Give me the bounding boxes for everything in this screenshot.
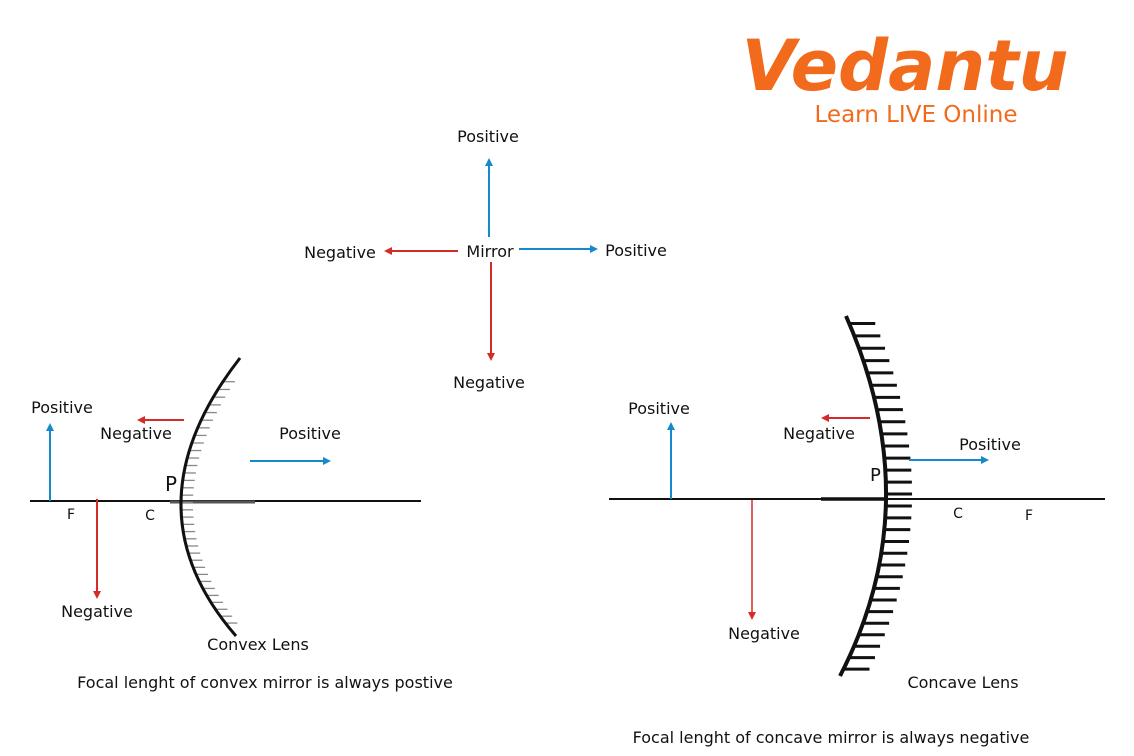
label-down: Negative bbox=[61, 602, 133, 621]
label-pole: P bbox=[870, 465, 881, 486]
mirror-title: Convex Lens bbox=[207, 635, 309, 654]
label-centre: C bbox=[953, 506, 963, 522]
vedantu-logo: Vedantu Learn LIVE Online bbox=[741, 25, 1068, 128]
label-up: Positive bbox=[457, 127, 519, 146]
logo-tagline: Learn LIVE Online bbox=[815, 102, 1018, 128]
label-focus: F bbox=[67, 507, 75, 523]
mirror-hatching bbox=[180, 381, 238, 624]
label-left: Negative bbox=[783, 424, 855, 443]
label-focus: F bbox=[1025, 508, 1033, 524]
label-down: Negative bbox=[453, 373, 525, 392]
label-up: Positive bbox=[31, 398, 93, 417]
concave-mirror-diagram: Positive Negative Positive Negative P C … bbox=[609, 315, 1105, 747]
mirror-title: Concave Lens bbox=[907, 673, 1018, 692]
label-centre: C bbox=[145, 508, 155, 524]
label-down: Negative bbox=[728, 624, 800, 643]
label-left: Negative bbox=[304, 243, 376, 262]
convex-mirror-diagram: Positive Negative Positive Negative P F … bbox=[30, 357, 453, 692]
label-pole: P bbox=[165, 472, 177, 496]
concave-mirror-curve bbox=[838, 315, 888, 677]
convex-mirror-curve bbox=[179, 357, 242, 637]
label-left: Negative bbox=[100, 424, 172, 443]
mirror-hatching bbox=[843, 322, 913, 671]
label-right: Positive bbox=[959, 435, 1021, 454]
center-convention: Positive Mirror Positive Negative Negati… bbox=[304, 127, 667, 392]
caption: Focal lenght of convex mirror is always … bbox=[77, 673, 453, 692]
label-right: Positive bbox=[279, 424, 341, 443]
label-mirror: Mirror bbox=[466, 242, 514, 261]
label-right: Positive bbox=[605, 241, 667, 260]
logo-brand: Vedantu bbox=[741, 25, 1068, 107]
label-up: Positive bbox=[628, 399, 690, 418]
caption: Focal lenght of concave mirror is always… bbox=[633, 728, 1030, 747]
